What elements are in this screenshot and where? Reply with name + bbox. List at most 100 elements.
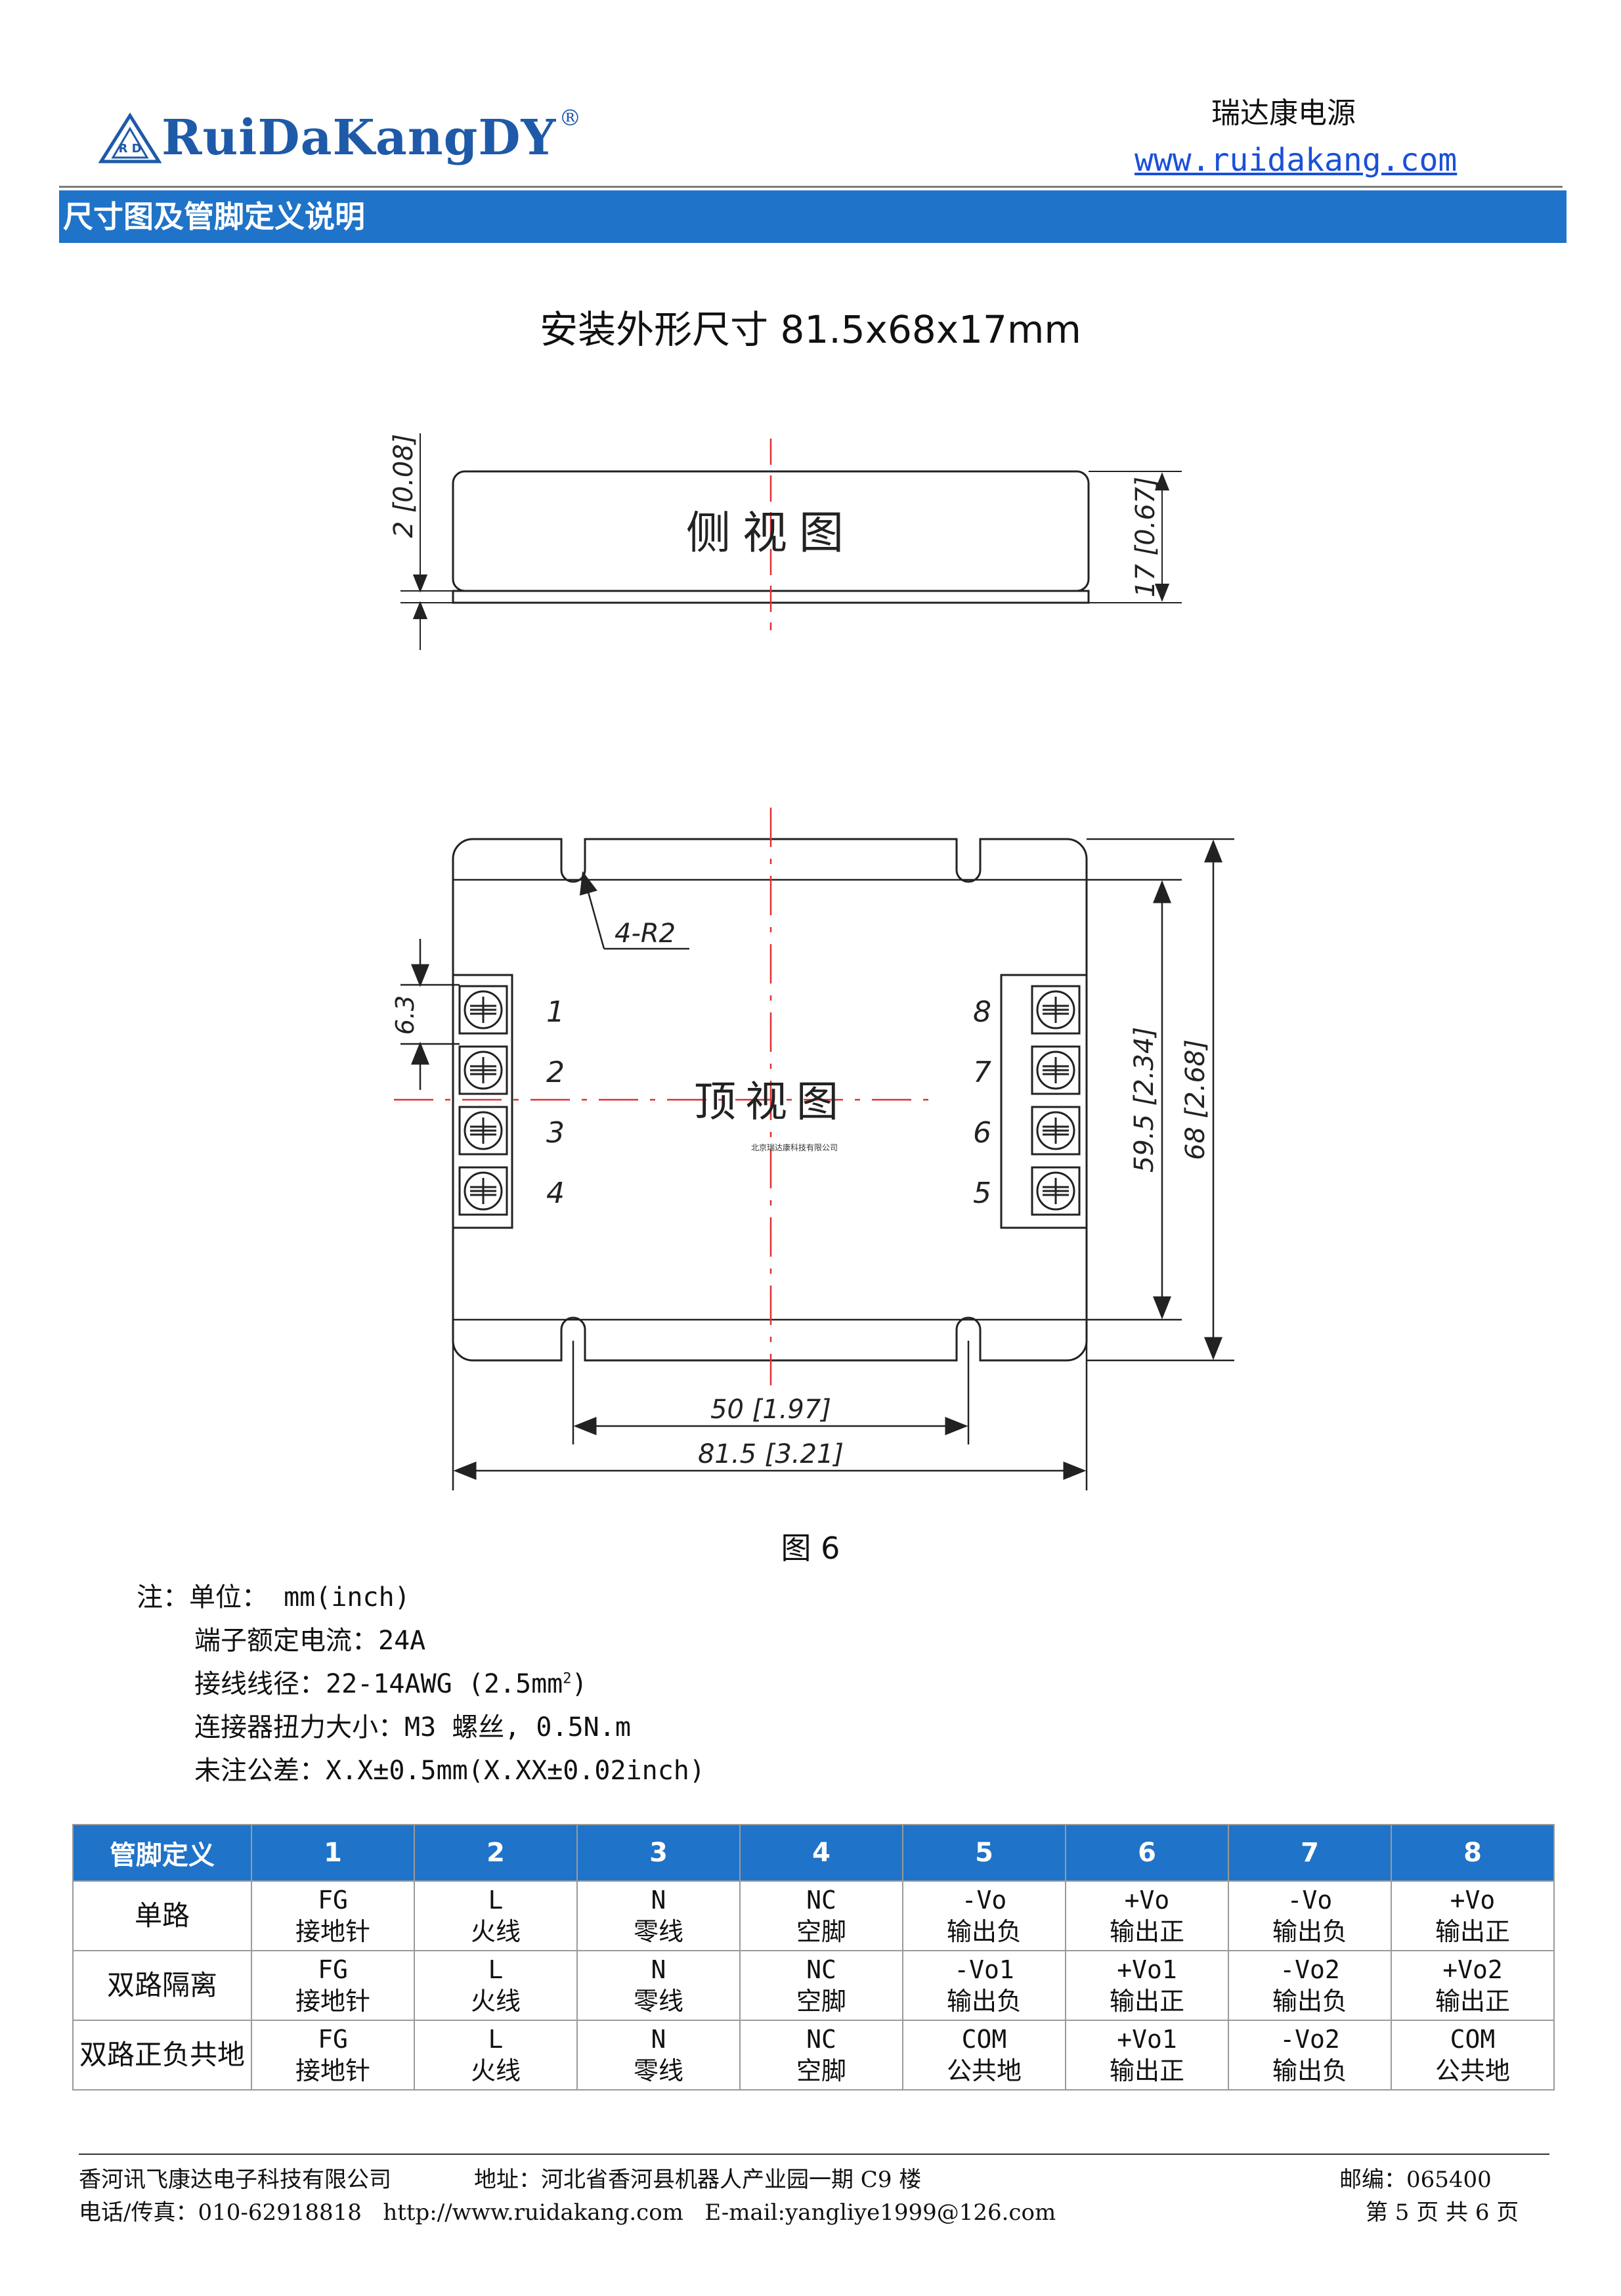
pin-label-left: 1 [546, 995, 565, 1029]
footer-postcode: 邮编：065400 [1339, 2167, 1492, 2193]
table-cell: N 零线 [576, 1950, 741, 2021]
footer-page-number: 第 5 页 共 6 页 [1366, 2199, 1519, 2226]
slot-span-text: 50 [1.97] [710, 1395, 831, 1425]
radius-leader [579, 871, 605, 949]
pin-description: 接地针 [295, 1987, 370, 2016]
table-header-cell: 管脚定义 [72, 1824, 252, 1882]
pin-signal: -Vo1 [954, 1955, 1014, 1984]
table-header-cell: 3 [576, 1824, 741, 1882]
logo-text: RuiDaKangDY [162, 110, 557, 166]
table-header-cell: 2 [414, 1824, 578, 1882]
pin-signal: L [488, 2025, 504, 2054]
screw-icon [1031, 1106, 1081, 1156]
footer-company: 香河讯飞康达电子科技有限公司 [79, 2167, 391, 2193]
pin-signal: +Vo [1124, 1886, 1170, 1915]
pin-description: 火线 [470, 1987, 521, 2016]
figure-caption: 图 6 [781, 1530, 840, 1566]
pin-signal: FG [318, 1955, 348, 1984]
table-cell: -Vo1 输出负 [902, 1950, 1066, 2021]
screw-icon [1031, 1166, 1081, 1216]
table-cell: FG 接地针 [251, 1950, 415, 2021]
note-torque: 连接器扭力大小：M3 螺丝, 0.5N.m [194, 1712, 631, 1743]
top-view-outline [452, 838, 1088, 1362]
pin-signal: N [651, 1955, 666, 1984]
drawing-title: 安装外形尺寸 81.5x68x17mm [540, 307, 1081, 352]
screw-icon [458, 1166, 508, 1216]
pin-description: 公共地 [1435, 2056, 1510, 2085]
registered-mark: ® [559, 105, 582, 131]
pin-description: 输出负 [1272, 1917, 1347, 1946]
pin-label-right: 5 [973, 1177, 991, 1210]
note-wire: 接线线径：22-14AWG (2.5mm2) [194, 1669, 588, 1699]
outer-height-text: 68 [2.68] [1180, 1039, 1211, 1160]
pin-signal: N [651, 1886, 666, 1915]
pin-signal: NC [806, 1955, 836, 1984]
pin-description: 空脚 [796, 1917, 846, 1946]
website-link[interactable]: www.ruidakang.com [1135, 142, 1458, 179]
company-logo: R D RuiDaKangDY ® [98, 105, 581, 171]
side-view-label: 侧视图 [686, 508, 855, 559]
pin-pitch-text: 6.3 [391, 995, 420, 1035]
pin-description: 空脚 [796, 1987, 846, 2016]
table-header-cell: 5 [902, 1824, 1066, 1882]
pin-signal: NC [806, 1886, 836, 1915]
pin-signal: FG [318, 1886, 348, 1915]
logo-triangle-icon: R D [98, 112, 162, 163]
table-row-header: 单路 [72, 1880, 252, 1951]
pin-description: 输出正 [1109, 1987, 1184, 2016]
footer-contact: 电话/传真：010-62918818 http://www.ruidakang.… [79, 2199, 1056, 2226]
pin-description: 接地针 [295, 2056, 370, 2085]
pin-label-left: 3 [546, 1116, 565, 1150]
pin-description: 公共地 [946, 2056, 1022, 2085]
screw-icon [1031, 985, 1081, 1035]
table-header-cell: 6 [1065, 1824, 1229, 1882]
pin-signal: +Vo1 [1117, 2025, 1177, 2054]
pin-description: 空脚 [796, 2056, 846, 2085]
watermark-text: 北京瑞达康科技有限公司 [751, 1142, 838, 1152]
radius-text: 4-R2 [615, 919, 676, 949]
screw-icon [458, 1106, 508, 1156]
pin-signal: N [651, 2025, 666, 2054]
pin-label-left: 4 [546, 1177, 565, 1210]
table-cell: NC 空脚 [739, 1950, 903, 2021]
screw-icon [1031, 1045, 1081, 1095]
pin-signal: COM [961, 2025, 1007, 2054]
pin-signal: NC [806, 2025, 836, 2054]
table-row-header: 双路隔离 [72, 1950, 252, 2021]
pin-signal: -Vo2 [1280, 1955, 1340, 1984]
pin-description: 火线 [470, 1917, 521, 1946]
pin-description: 输出正 [1435, 1987, 1510, 2016]
table-header-cell: 1 [251, 1824, 415, 1882]
table-header-cell: 8 [1391, 1824, 1555, 1882]
pin-label-right: 8 [973, 995, 991, 1029]
pin-signal: COM [1450, 2025, 1496, 2054]
table-header-cell: 7 [1228, 1824, 1392, 1882]
note-current: 端子额定电流：24A [194, 1626, 426, 1656]
footer-address: 地址：河北省香河县机器人产业园一期 C9 楼 [474, 2167, 922, 2193]
pin-label-left: 2 [546, 1056, 565, 1089]
top-view-label: 顶视图 [694, 1078, 848, 1127]
pin-description: 输出负 [946, 1987, 1022, 2016]
side-height-dim-text: 17 [0.67] [1131, 477, 1161, 597]
side-view [400, 433, 1182, 650]
table-header-row: 管脚定义 1 2 3 4 5 6 7 8 [72, 1824, 1555, 1882]
pin-description: 输出正 [1109, 2056, 1184, 2085]
note-unit: 注：单位： mm(inch) [137, 1582, 410, 1613]
inner-height-text: 59.5 [2.34] [1129, 1027, 1159, 1173]
table-row-header: 双路正负共地 [72, 2020, 252, 2090]
dimension-drawing: 侧视图 2 [0.08] 17 [0.67] 1 2 3 4 8 7 6 5 [389, 433, 1234, 1490]
pin-description: 零线 [633, 1987, 683, 2016]
